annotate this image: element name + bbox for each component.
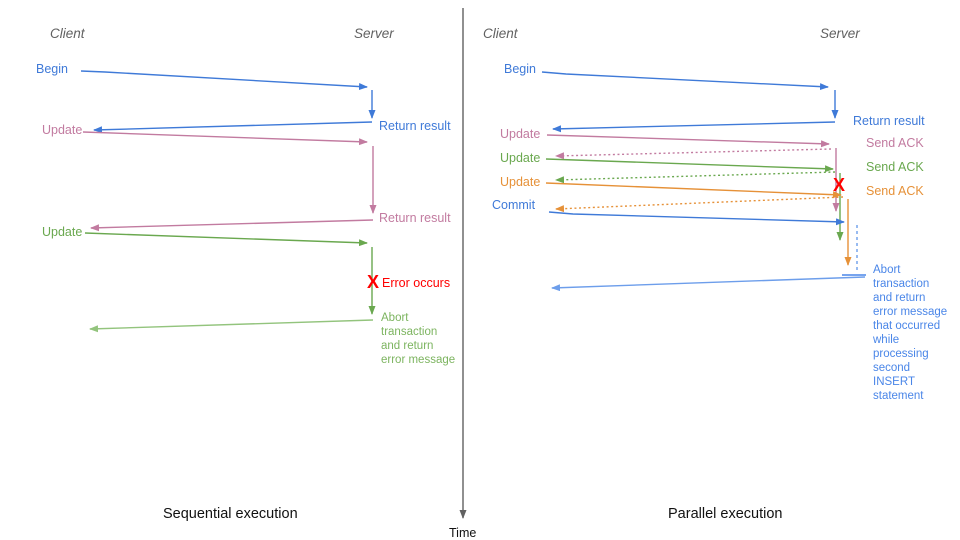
left-abort-line-2: transaction [381, 326, 437, 338]
right-abort-line-3: and return [873, 292, 925, 304]
left-return-result-1-arrow [93, 121, 373, 134]
right-commit-request-arrow [548, 211, 845, 226]
left-abort-line-4: error message [381, 354, 455, 366]
right-abort-line-5: that occurred [873, 320, 940, 332]
right-abort-line-8: second [873, 362, 910, 374]
left-abort-line-1: Abort [381, 312, 409, 324]
left-return-result-1-label: Return result [379, 119, 451, 133]
right-return-result-label: Return result [853, 114, 925, 128]
right-ack-3-dotted-arrow [555, 196, 844, 213]
left-update-1-request-arrow [82, 131, 368, 146]
left-abort-line-3: and return [381, 340, 433, 352]
right-ack-2-dotted-arrow [555, 171, 836, 184]
right-ack-2-label: Send ACK [866, 160, 924, 174]
right-abort-line-6: while [872, 334, 899, 346]
right-server-header: Server [820, 26, 860, 41]
left-server-header: Server [354, 26, 394, 41]
right-return-result-arrow [552, 121, 836, 133]
right-abort-line-9: INSERT [873, 376, 915, 388]
right-ack-3-label: Send ACK [866, 184, 924, 198]
left-error-label: Error occurs [382, 276, 450, 290]
right-error-x-icon: X [833, 175, 845, 195]
right-begin-label: Begin [504, 62, 536, 76]
right-update-2-request-arrow [545, 158, 834, 173]
left-update-2-request-arrow [84, 232, 368, 247]
right-abort-line-1: Abort [873, 264, 901, 276]
right-abort-line-4: error message [873, 306, 947, 318]
right-update-2-label: Update [500, 151, 540, 165]
left-return-result-2-label: Return result [379, 211, 451, 225]
left-update-2-label: Update [42, 225, 82, 239]
right-panel-title: Parallel execution [668, 506, 782, 522]
right-commit-label: Commit [492, 198, 536, 212]
left-begin-request-arrow [80, 70, 368, 91]
right-abort-line-2: transaction [873, 278, 929, 290]
left-update-1-label: Update [42, 123, 82, 137]
left-return-result-2-arrow [90, 219, 374, 232]
left-panel-title: Sequential execution [163, 506, 298, 522]
right-update-3-label: Update [500, 175, 540, 189]
left-client-header: Client [50, 26, 86, 41]
right-ack-1-dotted-arrow [555, 148, 832, 160]
parallel-panel: Client Server Begin Return result Update… [483, 26, 947, 522]
sequential-panel: Client Server Begin Return result Update… [36, 26, 455, 522]
right-update-1-request-arrow [546, 134, 830, 148]
right-begin-request-arrow [541, 71, 829, 91]
left-begin-label: Begin [36, 62, 68, 76]
time-axis-label: Time [449, 526, 476, 540]
right-abort-line-10: statement [873, 390, 924, 402]
right-client-header: Client [483, 26, 519, 41]
right-abort-return-arrow [551, 276, 866, 292]
left-error-x-icon: X [367, 272, 379, 292]
right-abort-line-7: processing [873, 348, 929, 360]
left-abort-return-arrow [89, 319, 374, 333]
right-update-3-request-arrow [545, 182, 842, 199]
right-update-1-label: Update [500, 127, 540, 141]
right-ack-1-label: Send ACK [866, 136, 924, 150]
